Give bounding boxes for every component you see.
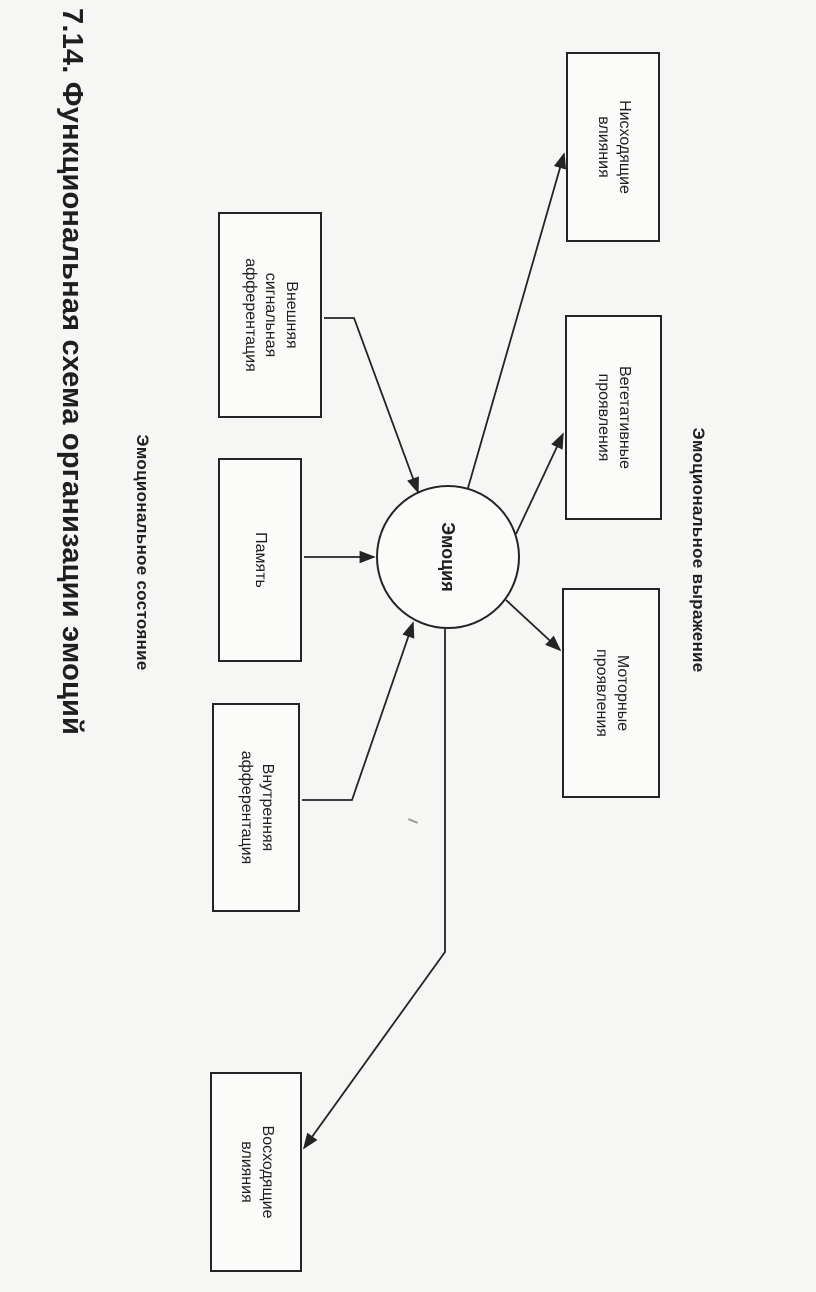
arrow-emotion-to-vegetative xyxy=(515,432,564,535)
arrow-external-to-emotion xyxy=(324,317,419,494)
group-label-emotional-state: Эмоциональное состояние xyxy=(133,434,152,671)
box-label: Внешняя сигнальная афферентация xyxy=(241,258,301,372)
box-descending-influences: Нисходящие влияния xyxy=(566,52,660,242)
box-label: Вегетативные проявления xyxy=(595,365,634,470)
box-label: Нисходящие влияния xyxy=(595,100,633,194)
box-motor-manifestations: Моторные проявления xyxy=(562,588,660,798)
arrow-internal-to-emotion xyxy=(302,621,415,801)
box-external-signal-afferentation: Внешняя сигнальная афферентация xyxy=(218,212,322,418)
group-label-emotional-expression: Эмоциональное выражение xyxy=(689,427,708,673)
box-label: Восходящие влияния xyxy=(238,1125,276,1219)
box-label: Память xyxy=(252,532,270,588)
arrow-emotion-to-motor xyxy=(505,599,562,652)
box-label: Моторные проявления xyxy=(593,649,631,737)
box-internal-afferentation: Внутренняя афферентация xyxy=(212,703,300,912)
emotion-label: Эмоция xyxy=(438,522,459,592)
box-ascending-influences: Восходящие влияния xyxy=(210,1072,302,1272)
box-label: Внутренняя афферентация xyxy=(238,750,276,865)
box-vegetative-manifestations: Вегетативные проявления xyxy=(565,315,662,520)
emotion-circle: Эмоция xyxy=(376,485,520,629)
figure-title: 7.14. Функциональная схема организации э… xyxy=(56,8,88,736)
box-memory: Память xyxy=(218,458,302,662)
arrow-emotion-to-descending xyxy=(467,152,567,489)
arrow-emotion-to-ascending xyxy=(302,629,446,1150)
